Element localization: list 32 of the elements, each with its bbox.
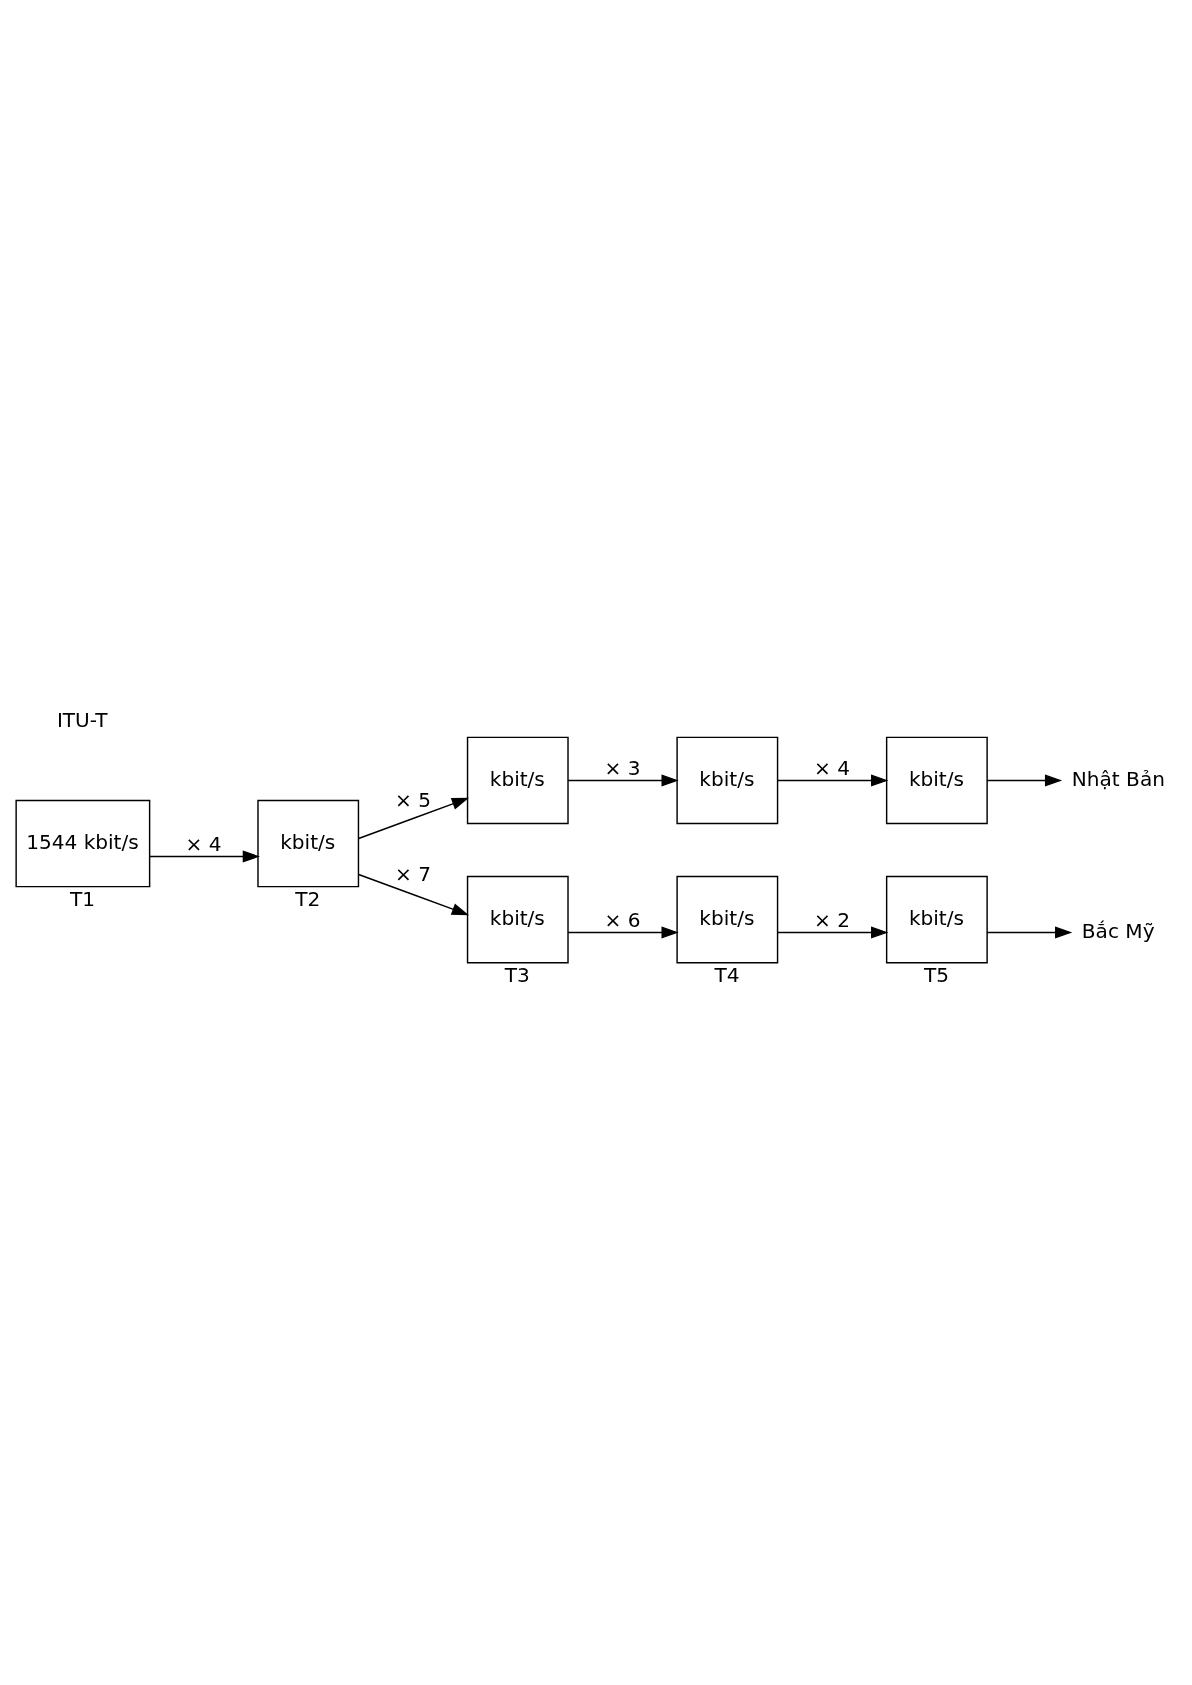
node-box: kbit/s xyxy=(466,736,569,825)
edge-label: × 6 xyxy=(604,908,641,933)
arrow xyxy=(777,774,889,787)
arrow xyxy=(567,926,679,939)
edge-label: × 5 xyxy=(395,787,431,812)
edge-label: × 3 xyxy=(604,755,641,780)
node-box: kbit/s xyxy=(257,799,360,888)
node-text: Nhật Bản xyxy=(1071,766,1165,791)
arrow xyxy=(148,850,260,863)
edge-label: × 4 xyxy=(185,832,222,857)
node-box: kbit/s xyxy=(466,875,569,964)
node-box: kbit/s xyxy=(676,736,779,825)
node-text: Bắc Mỹ xyxy=(1081,918,1155,943)
node-box: kbit/s xyxy=(885,875,988,964)
node-label: T3 xyxy=(504,962,530,987)
edge-label: × 7 xyxy=(395,862,431,887)
node-box: kbit/s xyxy=(676,875,779,964)
arrow xyxy=(357,797,470,840)
node-box: kbit/s xyxy=(885,736,988,825)
node-label: T1 xyxy=(69,886,96,911)
arrow xyxy=(357,873,470,916)
node-label: T2 xyxy=(295,886,321,911)
edge-label: × 4 xyxy=(814,755,851,780)
node-label: T5 xyxy=(923,962,950,987)
edge-label: × 2 xyxy=(814,908,851,933)
arrow xyxy=(777,926,889,939)
arrow xyxy=(986,774,1063,787)
label: ITU-T xyxy=(56,707,108,732)
node-label: T4 xyxy=(714,962,740,987)
node-box: 1544 kbit/s xyxy=(15,799,151,888)
arrow xyxy=(986,926,1073,939)
arrow xyxy=(567,774,679,787)
